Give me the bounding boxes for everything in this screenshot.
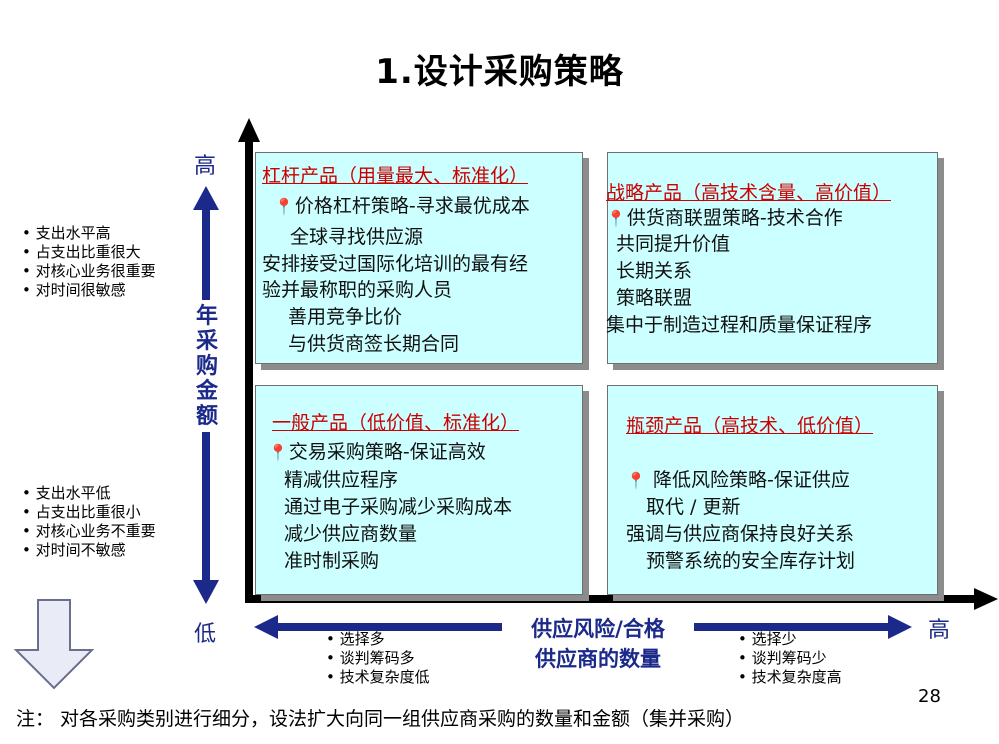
list-item: • 选择少: [738, 630, 797, 648]
y-arrow-up-head: [193, 186, 219, 210]
pushpin-icon: 📍: [626, 471, 646, 490]
x-arrow-right-head: [888, 615, 912, 639]
quadrant-line: 善用竞争比价: [288, 306, 403, 328]
strategy-line: 📍 降低风险策略-保证供应: [626, 469, 850, 491]
quadrant-title: 一般产品（低价值、标准化）: [272, 412, 520, 434]
high-risk-characteristics: • 选择少 • 谈判筹码少 • 技术复杂度高: [738, 630, 842, 687]
x-arrow-right-shaft: [694, 623, 890, 631]
y-axis-title-char: 年: [196, 304, 219, 329]
list-item: • 技术复杂度低: [326, 668, 430, 686]
page-number: 28: [918, 686, 941, 707]
quadrant-title: 杠杆产品（用量最大、标准化）: [262, 165, 529, 187]
page-title: 1.设计采购策略: [375, 52, 624, 92]
quadrant-title: 瓶颈产品（高技术、低价值）: [626, 415, 874, 437]
list-item: • 支出水平高: [22, 224, 111, 242]
quadrant-strategic: 战略产品（高技术含量、高价值） 📍供货商联盟策略-技术合作 共同提升价值 长期关…: [606, 152, 938, 364]
x-axis-arrowhead: [974, 588, 998, 610]
x-arrow-left-shaft: [276, 623, 502, 631]
quadrant-line: 精减供应程序: [284, 469, 399, 491]
y-axis-title-char: 额: [196, 404, 219, 429]
y-arrow-lower-shaft: [202, 432, 210, 582]
y-axis-arrowhead: [238, 118, 260, 142]
y-axis-title-char: 金: [196, 379, 219, 404]
y-arrow-down-head: [193, 580, 219, 604]
low-risk-characteristics: • 选择多 • 谈判筹码多 • 技术复杂度低: [326, 630, 430, 687]
quadrant-line: 安排接受过国际化培训的最有经: [262, 253, 529, 275]
footnote: 注： 对各采购类别进行细分，设法扩大向同一组供应商采购的数量和金额（集并采购）: [16, 708, 745, 730]
strategy-line: 📍价格杠杆策略-寻求最优成本: [274, 195, 530, 217]
quadrant-line: 集中于制造过程和质量保证程序: [606, 314, 873, 336]
list-item: • 谈判筹码多: [326, 649, 415, 667]
x-arrow-left-head: [254, 615, 278, 639]
quadrant-bottleneck: 瓶颈产品（高技术、低价值） 📍 降低风险策略-保证供应 取代 / 更新 强调与供…: [607, 385, 938, 595]
quadrant-routine: 一般产品（低价值、标准化） 📍交易采购策略-保证高效 精减供应程序 通过电子采购…: [255, 385, 583, 595]
x-axis-high-label: 高: [928, 618, 951, 643]
list-item: • 支出水平低: [22, 484, 111, 502]
list-item: • 技术复杂度高: [738, 668, 842, 686]
y-axis-title-char: 购: [196, 354, 219, 379]
quadrant-title: 战略产品（高技术含量、高价值）: [606, 182, 892, 204]
x-axis-line: [245, 595, 978, 603]
x-axis-title: 供应风险/合格 供应商的数量: [500, 614, 696, 674]
quadrant-line: 长期关系: [616, 260, 693, 282]
list-item: • 选择多: [326, 630, 385, 648]
list-item: • 对时间不敏感: [22, 541, 126, 559]
list-item: • 对核心业务不重要: [22, 522, 156, 540]
y-axis-low-label: 低: [194, 622, 217, 647]
strategy-line: 📍供货商联盟策略-技术合作: [606, 207, 843, 229]
quadrant-leverage: 杠杆产品（用量最大、标准化） 📍价格杠杆策略-寻求最优成本 全球寻找供应源 安排…: [255, 152, 583, 364]
x-axis-title-line1: 供应风险/合格: [531, 617, 665, 641]
list-item: • 对时间很敏感: [22, 281, 126, 299]
quadrant-line: 强调与供应商保持良好关系: [626, 523, 855, 545]
quadrant-line: 取代 / 更新: [646, 496, 741, 518]
quadrant-line: 减少供应商数量: [284, 523, 418, 545]
pushpin-icon: 📍: [606, 209, 626, 228]
quadrant-line: 共同提升价值: [616, 233, 731, 255]
quadrant-line: 策略联盟: [616, 287, 693, 309]
quadrant-line: 验并最称职的采购人员: [262, 279, 453, 301]
y-axis-high-label: 高: [194, 154, 217, 179]
pushpin-icon: 📍: [268, 443, 288, 462]
list-item: • 谈判筹码少: [738, 649, 827, 667]
x-axis-title-line2: 供应商的数量: [535, 647, 661, 671]
pushpin-icon: 📍: [274, 197, 294, 216]
low-spend-characteristics: • 支出水平低 • 占支出比重很小 • 对核心业务不重要 • 对时间不敏感: [22, 484, 156, 560]
strategy-line: 📍交易采购策略-保证高效: [268, 441, 486, 463]
list-item: • 占支出比重很大: [22, 243, 141, 261]
quadrant-line: 通过电子采购减少采购成本: [284, 496, 513, 518]
quadrant-line: 与供货商签长期合同: [288, 333, 460, 355]
y-arrow-upper-shaft: [202, 208, 210, 300]
quadrant-line: 全球寻找供应源: [290, 226, 424, 248]
y-axis-title-char: 采: [196, 329, 219, 354]
list-item: • 对核心业务很重要: [22, 262, 156, 280]
y-axis-title: 年 采 购 金 额: [196, 304, 218, 429]
high-spend-characteristics: • 支出水平高 • 占支出比重很大 • 对核心业务很重要 • 对时间很敏感: [22, 224, 156, 300]
quadrant-line: 预警系统的安全库存计划: [646, 550, 856, 572]
list-item: • 占支出比重很小: [22, 503, 141, 521]
y-axis-line: [245, 140, 253, 602]
down-arrow-icon: [13, 599, 95, 690]
quadrant-line: 准时制采购: [284, 550, 380, 572]
